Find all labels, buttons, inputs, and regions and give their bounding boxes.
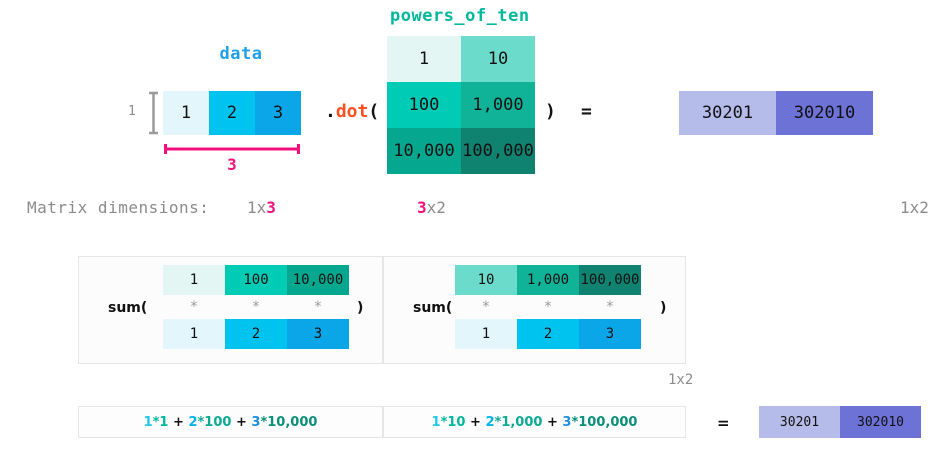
formula-plus: + [470, 414, 481, 430]
formula-coefficient: 1 [143, 414, 153, 430]
formula-coefficient: 2 [485, 414, 495, 430]
formula-star: * [440, 414, 448, 430]
sum-stack-bottom-row: 1 2 3 [163, 319, 349, 349]
powers-of-ten-matrix: 1 10 100 1,000 10,000 100,000 [387, 36, 535, 174]
formula-plus: + [546, 414, 558, 430]
sum-stack-cell: 2 [225, 319, 287, 349]
data-matrix-title: data [219, 44, 263, 64]
matrix-cell: 100,000 [461, 128, 535, 174]
multiply-operator: * [189, 299, 199, 315]
row-dimension-label: 1 [128, 104, 136, 119]
data-cell: 3 [255, 91, 301, 135]
data-cell: 1 [163, 91, 209, 135]
dot-keyword: dot [335, 101, 369, 122]
sum-stack-cell: 1 [455, 319, 517, 349]
formula-factor: 1 [159, 414, 169, 430]
sum-stack-operator-row: * * * [163, 295, 349, 319]
powers-of-ten-matrix-title: powers_of_ten [390, 6, 530, 26]
formula-factor: 10 [447, 414, 466, 430]
formula-plus: + [173, 414, 184, 430]
dimensions-powers-highlight: 3 [417, 198, 427, 217]
dot-prefix: . [325, 101, 336, 122]
formula-star: * [571, 414, 579, 430]
dimensions-data-prefix: 1x [247, 198, 267, 217]
dimensions-middle-result: 1x2 [668, 372, 694, 388]
sum-stack-bottom-row: 1 2 3 [455, 319, 641, 349]
matrix-dimensions-caption: Matrix dimensions: [27, 198, 210, 217]
data-vector: 1 2 3 [163, 91, 301, 135]
result-cell: 30201 [679, 91, 776, 135]
formula-factor: 100 [204, 414, 232, 430]
formula-second-column: 1*10 + 2*1,000 + 3*100,000 [383, 406, 686, 438]
sum-stack-cell: 2 [517, 319, 579, 349]
result-cell: 302010 [776, 91, 873, 135]
dot-operator-expression: .dot( [325, 101, 379, 122]
result-cell: 30201 [759, 406, 840, 438]
multiply-operator: * [481, 299, 491, 315]
sum-open-label: sum( [108, 300, 148, 316]
formula-star: * [260, 414, 268, 430]
multiply-operator: * [251, 299, 261, 315]
sum-stack-cell: 3 [579, 319, 641, 349]
formula-coefficient: 3 [251, 414, 261, 430]
sum-close-label: ) [357, 300, 364, 316]
sum-stack-top-row: 10 1,000 100,000 [455, 265, 641, 295]
sum-stack-cell: 100 [225, 265, 287, 295]
data-cell: 2 [209, 91, 255, 135]
formula-plus: + [235, 414, 247, 430]
column-dimension-bar-icon [164, 144, 300, 154]
matrix-cell: 10 [461, 36, 535, 82]
formula-coefficient: 2 [188, 414, 198, 430]
row-dimension-bracket-icon [149, 91, 158, 135]
equals-sign-top: = [581, 101, 592, 122]
formula-coefficient: 3 [562, 414, 572, 430]
dimensions-data: 1x3 [247, 198, 276, 217]
dimensions-powers-suffix: x2 [426, 198, 446, 217]
dimensions-powers: 3x2 [417, 198, 446, 217]
multiply-operator: * [313, 299, 323, 315]
sum-stack-cell: 10 [455, 265, 517, 295]
formula-factor: 10,000 [267, 414, 318, 430]
sum-stack-cell: 1,000 [517, 265, 579, 295]
formula-star: * [494, 414, 502, 430]
paren-close: ) [545, 101, 556, 122]
formula-factor: 100,000 [578, 414, 638, 430]
dimensions-result: 1x2 [900, 198, 929, 217]
equals-sign-bottom: = [717, 414, 730, 432]
sum-stack-second: 10 1,000 100,000 * * * 1 2 3 [455, 265, 641, 349]
dimensions-data-highlight: 3 [266, 198, 276, 217]
matrix-cell: 100 [387, 82, 461, 128]
result-vector-bottom: 30201 302010 [759, 406, 921, 438]
paren-open: ( [368, 101, 380, 122]
sum-stack-cell: 1 [163, 265, 225, 295]
matrix-cell: 1 [387, 36, 461, 82]
sum-stack-operator-row: * * * [455, 295, 641, 319]
formula-first-column: 1*1 + 2*100 + 3*10,000 [78, 406, 383, 438]
sum-stack-cell: 1 [163, 319, 225, 349]
sum-close-label: ) [660, 300, 667, 316]
multiply-operator: * [605, 299, 615, 315]
result-vector: 30201 302010 [679, 91, 873, 135]
sum-stack-cell: 100,000 [579, 265, 641, 295]
formula-star: * [197, 414, 205, 430]
multiply-operator: * [543, 299, 553, 315]
sum-open-label: sum( [413, 300, 453, 316]
formula-coefficient: 1 [431, 414, 441, 430]
column-dimension-label: 3 [227, 155, 237, 174]
sum-stack-cell: 3 [287, 319, 349, 349]
sum-stack-top-row: 1 100 10,000 [163, 265, 349, 295]
formula-star: * [152, 414, 160, 430]
formula-factor: 1,000 [501, 414, 543, 430]
matrix-cell: 10,000 [387, 128, 461, 174]
matrix-cell: 1,000 [461, 82, 535, 128]
result-cell: 302010 [840, 406, 921, 438]
sum-stack-first: 1 100 10,000 * * * 1 2 3 [163, 265, 349, 349]
sum-stack-cell: 10,000 [287, 265, 349, 295]
